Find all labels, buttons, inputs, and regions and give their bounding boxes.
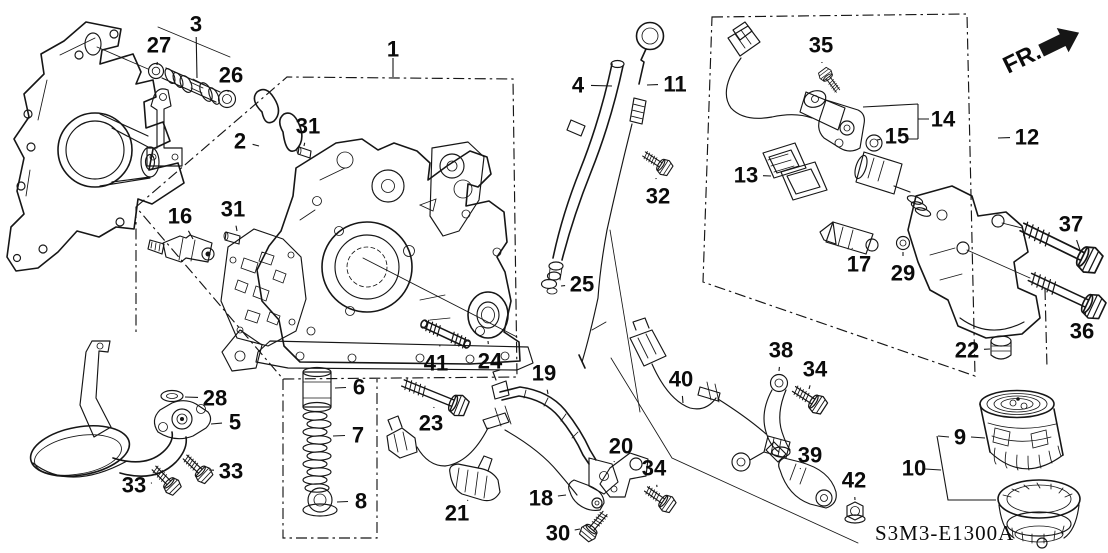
callout-40: 40 [669,367,693,392]
callout-2: 2 [234,129,246,154]
callout-23: 23 [419,411,443,436]
dipstick-tube-drawing [540,59,625,295]
callout-leader-31 [235,225,238,232]
assembly-boundary-boxes [135,13,1048,539]
callout-34: 34 [642,456,667,481]
callout-leader-3 [195,36,198,79]
callout-leader-31 [303,142,306,147]
callout-10: 10 [902,456,926,481]
callout-19: 19 [532,361,556,386]
sensor-harness-drawing [386,317,866,524]
callout-14: 14 [931,107,956,132]
callout-15: 15 [885,124,909,149]
callout-leader-2 [252,143,260,147]
callout-31: 31 [296,114,320,139]
callout-leader-37 [1076,239,1081,251]
callout-leader-34 [808,385,811,390]
callout-18: 18 [529,486,553,511]
callout-20: 20 [609,434,633,459]
oil-pump-drawing [220,138,534,372]
callout-3: 3 [190,12,202,37]
callout-31: 31 [221,197,245,222]
callout-38: 38 [769,338,793,363]
fr-label: FR. [999,38,1046,79]
callout-42: 42 [842,468,866,493]
callout-30: 30 [546,521,570,546]
callout-leader-40 [681,395,684,404]
callout-7: 7 [352,423,364,448]
callout-33: 33 [219,459,243,484]
spool-valve-boundary-box [702,13,976,377]
callout-leader-8 [336,500,349,503]
callout-leader-19 [546,389,549,395]
callout-leader-4 [590,84,613,87]
callout-24: 24 [478,349,503,374]
callout-leader-5 [210,422,223,425]
pointer-lines [362,229,859,544]
callout-27: 27 [147,33,171,58]
callout-leader-15 [876,138,881,141]
relief-valve-parts-drawing [302,366,338,517]
seal-rings-and-pins-drawing [223,88,312,245]
callout-1: 1 [387,37,399,62]
oil-strainer-drawing [29,340,212,478]
callout-29: 29 [891,261,915,286]
callout-11: 11 [663,72,686,97]
callout-6: 6 [353,375,365,400]
callout-34: 34 [803,357,828,382]
callout-32: 32 [646,184,670,209]
mounting-bolts-drawing [147,146,1108,544]
callout-leader-6 [334,386,347,389]
oil-joint-pipe-drawing [147,26,237,109]
callout-8: 8 [355,489,367,514]
callout-9: 9 [954,425,966,450]
callout-5: 5 [229,410,241,435]
callout-leader-39 [799,467,802,470]
callout-26: 26 [219,63,243,88]
callout-leader-36 [1084,310,1087,315]
callout-leaders [150,36,1087,531]
oil-pressure-switch-drawing [147,234,215,263]
callout-36: 36 [1070,319,1094,344]
callout-25: 25 [570,272,594,297]
relief-valve-boundary-box [282,379,378,539]
front-arrow-icon [1038,27,1080,57]
callout-leader-7 [332,434,346,437]
callout-leader-16 [187,230,194,240]
callout-leader-30 [574,528,581,531]
spool-valve-assembly-drawing [725,21,1041,339]
callout-17: 17 [847,252,871,277]
oil-pump-boundary-box [135,76,518,380]
callout-13: 13 [734,163,758,188]
callout-leader-18 [557,494,567,497]
diagram-code: S3M3-E1300A [875,521,1014,545]
dipstick-drawing [578,21,665,369]
oil-filter-drawing [979,335,1081,549]
callout-leader-brackets [392,58,996,501]
callout-21: 21 [445,501,469,526]
callout-37: 37 [1059,212,1083,237]
callout-35: 35 [809,33,833,58]
callout-labels: 1234567891011121314151617181920212223242… [122,12,1094,546]
callout-28: 28 [203,386,227,411]
callout-39: 39 [798,443,822,468]
callout-4: 4 [572,73,585,98]
callout-22: 22 [955,338,979,363]
callout-12: 12 [1015,125,1039,150]
filter-mount-link-line [1044,288,1048,369]
callout-33: 33 [122,473,146,498]
callout-16: 16 [168,204,192,229]
callout-leader-21 [466,499,469,502]
engine-block-drawing [6,21,185,272]
callout-41: 41 [424,351,448,376]
front-direction-indicator: FR. [999,27,1080,79]
